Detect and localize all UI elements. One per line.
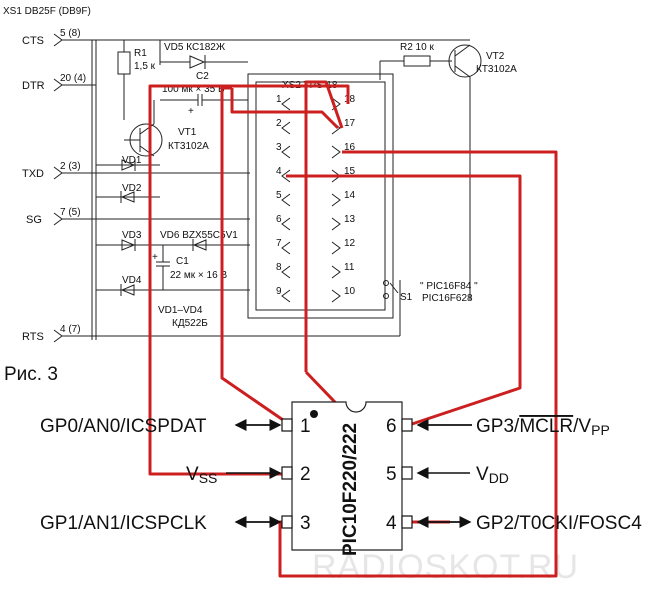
- pin-number: 5 (8): [60, 28, 81, 39]
- connector-pin-cts: CTS 5 (8): [22, 28, 81, 47]
- vd6-label: VD6 BZX55C5V1: [160, 230, 238, 241]
- black-wires: [62, 39, 482, 340]
- vt2-type: КТ3102А: [476, 64, 517, 75]
- socket-pin-7: 7: [276, 238, 282, 249]
- chip-pin-1-pad: [281, 418, 293, 432]
- s1-option-pic16f628: PIC16F628: [422, 293, 473, 304]
- r1-resistor: [117, 51, 131, 75]
- connector-pin-sg: SG 7 (5): [26, 207, 81, 226]
- socket-pin-11: 11: [344, 262, 355, 273]
- pin-label: CTS: [22, 35, 44, 47]
- socket-pin-3: 3: [276, 142, 282, 153]
- chip-pins: 1 2 3 4 5 6: [281, 416, 413, 534]
- vt2-label: VT2: [486, 51, 505, 62]
- label-gp0: GP0/AN0/ICSPDAT: [40, 416, 207, 437]
- socket-pin-5: 5: [276, 190, 282, 201]
- chip-pin-3-pad: [281, 515, 293, 529]
- vt1-label: VT1: [178, 127, 197, 138]
- vd-type: КД522Б: [172, 318, 208, 329]
- chip-pin-2-number: 2: [300, 464, 311, 485]
- connector-pin-dtr: DTR 20 (4): [22, 73, 86, 92]
- chip-pin-3-number: 3: [300, 513, 311, 534]
- chip-pin-6-pad: [401, 418, 413, 432]
- r1-label: R1: [134, 48, 147, 59]
- r2-label: R2 10 к: [400, 42, 434, 53]
- c1-label: C1: [176, 256, 189, 267]
- label-gp3-mclr-vpp: GP3/MCLR/VPP: [476, 416, 610, 438]
- r1-value: 1,5 к: [134, 61, 156, 72]
- connector-pin-rts: RTS 4 (7): [22, 324, 81, 343]
- c1-value: 22 мк × 16 В: [170, 270, 227, 281]
- pin-number: 7 (5): [60, 207, 81, 218]
- chip-pin-5-pad: [401, 466, 413, 480]
- socket-pin-17: 17: [344, 118, 356, 129]
- watermark-text: RADIOSKOT.RU: [312, 548, 579, 586]
- socket-pin-12: 12: [344, 238, 356, 249]
- pin-number: 20 (4): [60, 73, 86, 84]
- pin-number: 2 (3): [60, 161, 81, 172]
- chip-arrows: [226, 419, 472, 528]
- c2-value: 100 мк × 35 В: [162, 84, 225, 95]
- chip-pin-1-number: 1: [300, 416, 311, 437]
- socket-pin-8: 8: [276, 262, 282, 273]
- component-labels: R1 1,5 к VD5 КС182Ж C2 100 мк × 35 В + R…: [122, 42, 517, 329]
- vd1-label: VD1: [122, 155, 142, 166]
- chip-pin-5-number: 5: [386, 464, 397, 485]
- pin-label: DTR: [22, 80, 45, 92]
- label-gp2: GP2/T0CKI/FOSC4: [476, 513, 642, 534]
- pic-chip: PIC10F220/222: [291, 401, 403, 556]
- socket-pin-1: 1: [276, 94, 282, 105]
- socket-pin-14: 14: [344, 190, 356, 201]
- socket-pin-15: 15: [344, 166, 356, 177]
- socket-pin-18: 18: [344, 94, 356, 105]
- socket-pin-4: 4: [276, 166, 282, 177]
- vd5-label: VD5 КС182Ж: [164, 42, 226, 53]
- vt2-transistor-body: [448, 44, 482, 78]
- vd2-label: VD2: [122, 183, 142, 194]
- vd4-label: VD4: [122, 275, 142, 286]
- pin-label: RTS: [22, 331, 44, 343]
- chip-pin-6-number: 6: [386, 416, 397, 437]
- chip-pin-4-pad: [401, 515, 413, 529]
- vd-note: VD1–VD4: [158, 305, 203, 316]
- s1-switch: S1 " PIC16F84 " PIC16F628: [383, 280, 478, 304]
- c1-plus-sign: +: [152, 252, 158, 263]
- pin-number: 4 (7): [60, 324, 81, 335]
- connector-title: XS1 DB25F (DB9F): [3, 6, 91, 17]
- socket-pin-2: 2: [276, 118, 282, 129]
- label-gp1: GP1/AN1/ICSPCLK: [40, 513, 207, 534]
- socket-right-pins: 18 17 16 15 14 13 12 11 10: [344, 94, 356, 297]
- r2-resistor: [403, 55, 431, 67]
- socket-pin-6: 6: [276, 214, 282, 225]
- vd3-label: VD3: [122, 230, 142, 241]
- figure-caption: Рис. 3: [4, 364, 58, 385]
- c2-plus-sign: +: [188, 106, 194, 117]
- label-vss: VSS: [186, 464, 217, 486]
- pin-label: SG: [26, 214, 42, 226]
- label-vdd: VDD: [476, 464, 509, 486]
- socket-pin-13: 13: [344, 214, 356, 225]
- pin-label: TXD: [22, 168, 44, 180]
- socket-contacts: [281, 97, 341, 303]
- chip-part-number: PIC10F220/222: [340, 423, 361, 556]
- socket-pin-16: 16: [344, 142, 356, 153]
- s1-option-pic16f84: " PIC16F84 ": [420, 281, 478, 292]
- chip-pin-4-number: 4: [386, 513, 397, 534]
- chip-pin-2-pad: [281, 466, 293, 480]
- chip-labels: GP0/AN0/ICSPDAT VSS GP1/AN1/ICSPCLK GP3/…: [40, 416, 642, 534]
- s1-label: S1: [400, 292, 413, 303]
- socket-left-pins: 1 2 3 4 5 6 7 8 9: [276, 94, 282, 297]
- socket-pin-9: 9: [276, 286, 282, 297]
- socket-pin-10: 10: [344, 286, 356, 297]
- vt1-type: КТ3102А: [168, 141, 209, 152]
- connector-pin-txd: TXD 2 (3): [22, 161, 81, 180]
- c2-label: C2: [196, 71, 209, 82]
